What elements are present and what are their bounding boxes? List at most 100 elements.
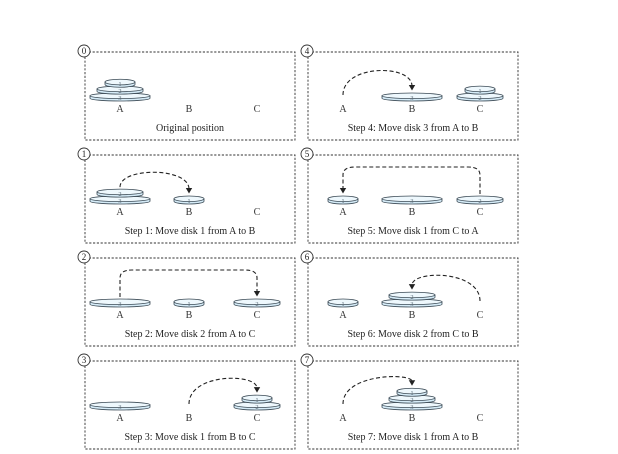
move-arrow: [342, 376, 416, 405]
disk-1: 1: [173, 298, 205, 308]
peg-label-A: A: [116, 207, 124, 218]
disk-number-label: 1: [341, 198, 344, 205]
step-caption: Step 4: Move disk 3 from A to B: [348, 123, 479, 134]
panel-frame: [307, 257, 519, 347]
step-caption: Original position: [156, 123, 224, 134]
move-arrow: [408, 274, 481, 302]
disk-number-label: 3: [118, 198, 121, 205]
panel-frame: [84, 51, 296, 141]
step-badge: 5: [300, 147, 314, 161]
peg-label-A: A: [339, 104, 347, 115]
peg-label-C: C: [254, 413, 261, 424]
disk-2: 2: [96, 85, 144, 95]
step-badge: 1: [77, 147, 91, 161]
disk-number-label: 1: [187, 198, 190, 205]
move-arrow: [119, 269, 261, 297]
disk-number-label: 3: [118, 301, 121, 308]
disk-number-label: 2: [478, 198, 481, 205]
peg-label-A: A: [116, 413, 124, 424]
step-number: 3: [82, 355, 87, 365]
step-number: 1: [82, 149, 87, 159]
disk-3: 3: [381, 92, 443, 102]
peg-label-B: B: [409, 104, 416, 115]
disk-number-label: 3: [410, 198, 413, 205]
disk-number-label: 3: [118, 404, 121, 411]
step-badge: 4: [300, 44, 314, 58]
peg-label-B: B: [186, 104, 193, 115]
move-arrow: [342, 70, 416, 96]
peg-label-A: A: [339, 413, 347, 424]
disk-number-label: 2: [118, 88, 121, 95]
step-caption: Step 1: Move disk 1 from A to B: [125, 226, 256, 237]
disk-3: 3: [381, 401, 443, 411]
disk-1: 1: [173, 195, 205, 205]
move-arrow: [188, 377, 261, 405]
disk-2: 2: [233, 401, 281, 411]
disk-3: 3: [89, 195, 151, 205]
disk-number-label: 1: [255, 397, 258, 404]
panel-step-3: 3 3 21A B C Step 3: Move disk 1 from B to C: [77, 353, 296, 450]
disk-3: 3: [381, 298, 443, 308]
panel-frame: [84, 257, 296, 347]
step-badge: 6: [300, 250, 314, 264]
disk-3: 3: [89, 401, 151, 411]
disk-number-label: 3: [410, 404, 413, 411]
panel-frame: [307, 360, 519, 450]
disk-number-label: 2: [478, 95, 481, 102]
panel-frame: [84, 360, 296, 450]
disk-number-label: 2: [255, 404, 258, 411]
peg-label-B: B: [186, 310, 193, 321]
peg-label-B: B: [409, 310, 416, 321]
disk-1: 1: [327, 298, 359, 308]
disk-number-label: 2: [255, 301, 258, 308]
step-caption: Step 3: Move disk 1 from B to C: [124, 432, 255, 443]
peg-label-B: B: [409, 207, 416, 218]
panel-frame: [307, 51, 519, 141]
disk-number-label: 1: [118, 81, 121, 88]
disk-number-label: 1: [187, 301, 190, 308]
disk-2: 2: [456, 92, 504, 102]
step-badge: 3: [77, 353, 91, 367]
step-number: 6: [305, 252, 310, 262]
move-arrow: [119, 171, 193, 194]
step-number: 7: [305, 355, 310, 365]
disk-number-label: 2: [118, 191, 121, 198]
disk-1: 1: [396, 387, 428, 397]
disk-1: 1: [327, 195, 359, 205]
peg-label-C: C: [254, 207, 261, 218]
step-caption: Step 7: Move disk 1 from A to B: [348, 432, 479, 443]
disk-number-label: 3: [410, 301, 413, 308]
step-badge: 2: [77, 250, 91, 264]
step-badge: 0: [77, 44, 91, 58]
step-caption: Step 6: Move disk 2 from C to B: [347, 329, 478, 340]
peg-label-B: B: [409, 413, 416, 424]
peg-label-C: C: [477, 413, 484, 424]
step-number: 4: [305, 46, 310, 56]
peg-label-B: B: [186, 413, 193, 424]
step-caption: Step 2: Move disk 2 from A to C: [125, 329, 256, 340]
disk-number-label: 1: [478, 88, 481, 95]
step-caption: Step 5: Move disk 1 from C to A: [347, 226, 479, 237]
peg-label-C: C: [477, 207, 484, 218]
step-number: 5: [305, 149, 310, 159]
disk-1: 1: [104, 78, 136, 88]
disk-number-label: 1: [341, 301, 344, 308]
disk-number-label: 3: [410, 95, 413, 102]
panel-step-2: 2 3 1 2A B C Step 2: Move disk 2 from A to C: [77, 250, 296, 347]
disk-1: 1: [464, 85, 496, 95]
disk-number-label: 1: [410, 390, 413, 397]
peg-label-A: A: [116, 310, 124, 321]
peg-label-C: C: [254, 310, 261, 321]
peg-label-A: A: [339, 310, 347, 321]
peg-label-B: B: [186, 207, 193, 218]
disk-2: 2: [96, 188, 144, 198]
step-number: 2: [82, 252, 87, 262]
panel-frame: [84, 154, 296, 244]
